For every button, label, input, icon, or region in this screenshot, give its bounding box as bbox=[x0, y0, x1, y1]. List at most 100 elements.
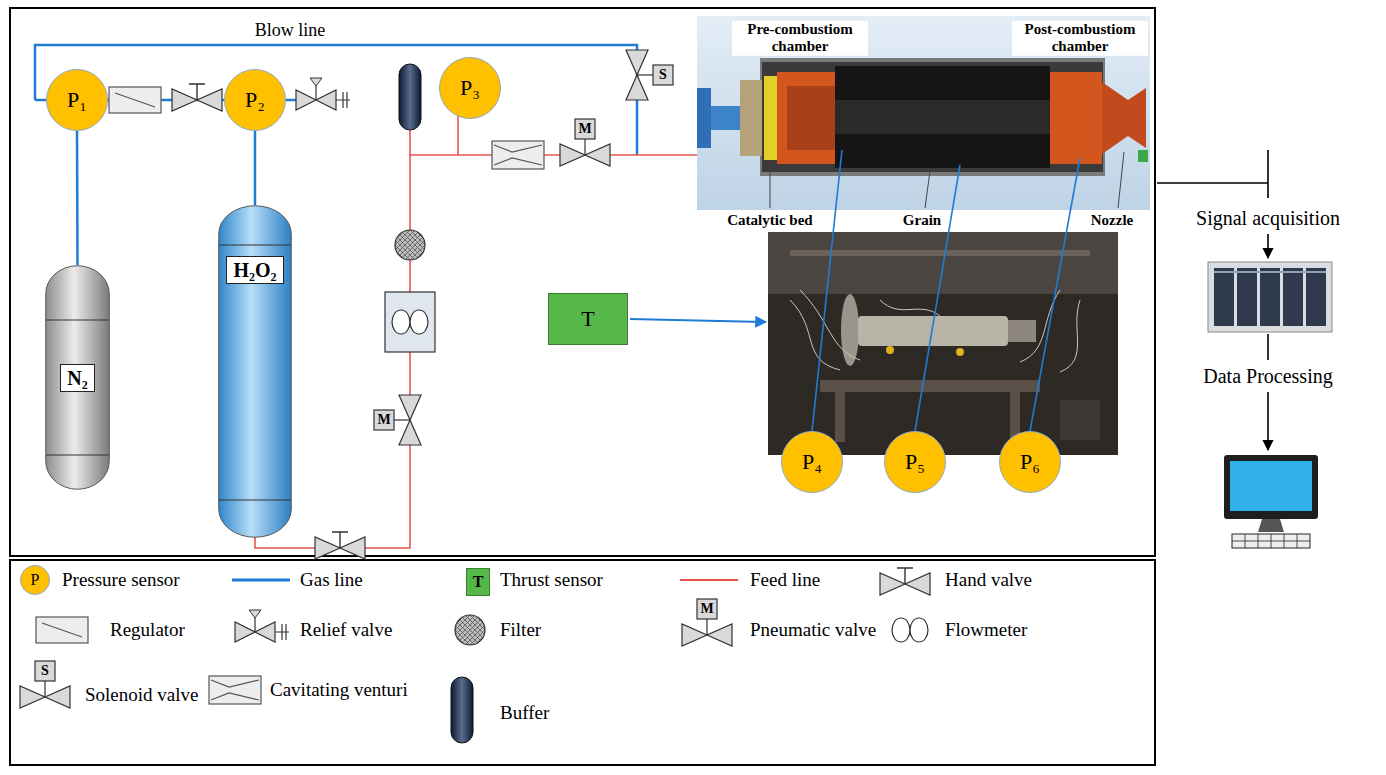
acquisition-cabinet bbox=[1208, 262, 1332, 332]
test-photo bbox=[835, 392, 845, 442]
gas-line bbox=[254, 131, 257, 205]
engine-illustration bbox=[697, 88, 711, 148]
valve-tag: S bbox=[41, 663, 49, 679]
tank-seam bbox=[46, 454, 109, 455]
engine-illustration bbox=[1102, 82, 1146, 154]
venturi-symbol bbox=[492, 141, 544, 169]
flowmeter-symbol bbox=[892, 618, 928, 642]
filter-symbol bbox=[455, 615, 485, 645]
engine-illustration bbox=[1050, 72, 1102, 164]
acquisition-cabinet bbox=[1214, 271, 1326, 273]
part-name: Grain bbox=[900, 212, 944, 229]
legend-text: Cavitating venturi bbox=[270, 679, 408, 701]
gas-tank: N₂ bbox=[45, 265, 110, 490]
thrust-sensor: T bbox=[548, 293, 628, 345]
valve-tag: S bbox=[659, 67, 667, 83]
engine-illustration bbox=[777, 72, 835, 164]
computer-icon bbox=[1232, 534, 1310, 548]
solenoid-valve-symbol bbox=[626, 50, 673, 100]
computer-icon bbox=[1224, 455, 1318, 519]
part-name: Pre-combustiom chamber bbox=[732, 21, 868, 56]
node-label: P₄ bbox=[802, 450, 822, 474]
legend-text: Pressure sensor bbox=[62, 569, 180, 591]
engine-illustration bbox=[711, 106, 740, 130]
engine-illustration bbox=[787, 86, 835, 150]
hand-valve-symbol bbox=[880, 568, 930, 595]
acquisition-cabinet bbox=[1208, 262, 1332, 332]
node-label: T bbox=[581, 307, 594, 331]
node-label: P₂ bbox=[245, 88, 265, 112]
gas-line-sample bbox=[232, 579, 290, 582]
thrust-leader bbox=[630, 319, 766, 322]
engine-illustration bbox=[760, 58, 1105, 176]
signal-wire bbox=[1267, 234, 1269, 258]
legend-text: Hand valve bbox=[945, 569, 1032, 591]
gas-line bbox=[76, 131, 79, 265]
legend-text: Gas line bbox=[300, 569, 363, 591]
part-leader bbox=[925, 171, 930, 208]
engine-illustration bbox=[762, 62, 1103, 172]
pressure-sensor: P₂ bbox=[224, 69, 286, 131]
legend-text: Thrust sensor bbox=[500, 569, 603, 591]
sensor-leader bbox=[1030, 158, 1080, 431]
feed-pipe bbox=[457, 116, 459, 155]
legend-text: Flowmeter bbox=[945, 619, 1027, 641]
line-name: Blow line bbox=[255, 20, 326, 41]
node-label: P₁ bbox=[67, 88, 87, 112]
feed-pipe bbox=[409, 128, 411, 155]
legend-text: Feed line bbox=[750, 569, 820, 591]
signal-wire bbox=[1267, 392, 1269, 450]
test-photo bbox=[886, 346, 894, 354]
test-photo bbox=[790, 290, 1080, 372]
node-label: P₃ bbox=[460, 76, 480, 100]
buffer-symbol bbox=[451, 677, 473, 743]
engine-illustration bbox=[740, 80, 762, 156]
flowmeter-symbol bbox=[385, 292, 435, 352]
part-name: Post-combustiom chamber bbox=[1012, 21, 1148, 56]
buffer-symbol bbox=[399, 64, 421, 130]
test-photo bbox=[956, 348, 964, 356]
relief-valve-symbol bbox=[296, 78, 350, 110]
test-photo bbox=[1008, 320, 1036, 342]
engine-illustration bbox=[1138, 150, 1148, 162]
feed-pipe bbox=[255, 155, 699, 548]
part-leader bbox=[770, 152, 1124, 208]
part-leader bbox=[770, 163, 771, 208]
sensor-leader bbox=[915, 165, 960, 431]
gas-pipe bbox=[35, 45, 637, 155]
venturi-symbol bbox=[209, 676, 261, 704]
engine-illustration bbox=[835, 100, 1050, 134]
computer-icon bbox=[1224, 455, 1318, 548]
engine-illustration bbox=[764, 76, 777, 160]
tank-seam bbox=[46, 319, 109, 320]
engine-illustration bbox=[697, 16, 1150, 210]
acquisition-cabinet bbox=[1306, 268, 1326, 326]
pressure-sensor: P₅ bbox=[884, 431, 946, 493]
node-label: H₂O₂ bbox=[226, 256, 283, 284]
acquisition-cabinet bbox=[1214, 268, 1234, 326]
legend-text: Filter bbox=[500, 619, 541, 641]
part-leader bbox=[1118, 152, 1124, 208]
tank-outline bbox=[218, 205, 292, 538]
test-photo bbox=[790, 250, 1090, 256]
computer-icon bbox=[1232, 534, 1310, 548]
main-frame bbox=[10, 8, 1155, 556]
engine-illustration bbox=[835, 66, 1050, 168]
sensor-leader bbox=[812, 150, 1080, 431]
node-label: P₅ bbox=[905, 450, 925, 474]
pneumatic-valve-symbol bbox=[560, 119, 610, 166]
gas-pipe bbox=[35, 45, 637, 155]
regulator-symbol bbox=[36, 617, 88, 643]
pressure-sensor: P₄ bbox=[781, 431, 843, 493]
solenoid-valve-symbol bbox=[20, 661, 70, 708]
acquisition-cabinet bbox=[1237, 268, 1257, 326]
pneumatic-valve-symbol bbox=[682, 599, 732, 646]
tank-seam bbox=[219, 244, 291, 245]
hand-valve-symbol bbox=[172, 84, 222, 111]
legend-text: Relief valve bbox=[300, 619, 392, 641]
computer-icon bbox=[1258, 519, 1284, 532]
